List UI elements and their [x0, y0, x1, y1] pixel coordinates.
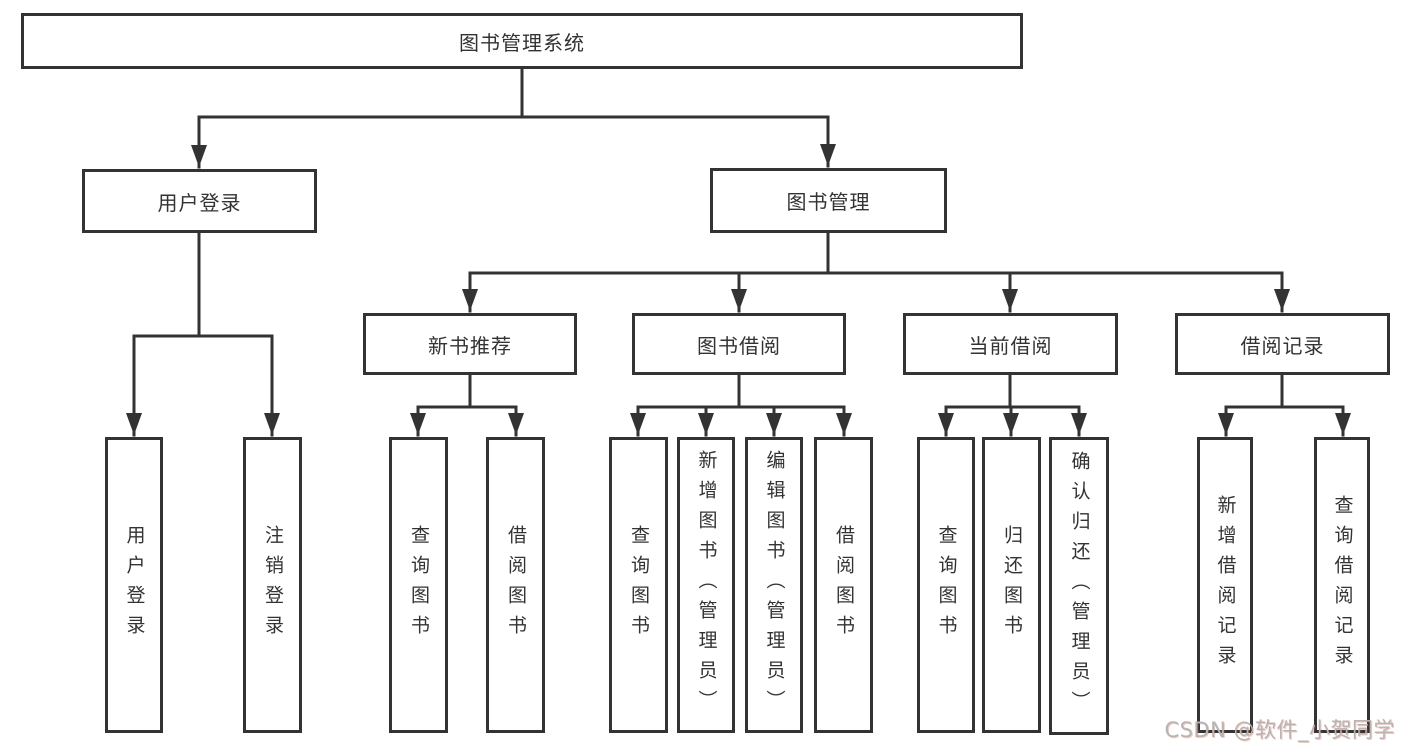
leaf-user-login-label: 用户登录	[123, 525, 146, 645]
connector-user-login-children	[126, 231, 280, 437]
leaf-newbooks-borrow-label: 借阅图书	[505, 525, 527, 645]
leaf-current-return: 归还图书	[982, 437, 1041, 733]
node-current-borrow: 当前借阅	[903, 313, 1118, 375]
leaf-records-add: 新增借阅记录	[1197, 437, 1253, 733]
leaf-current-query-label: 查询图书	[935, 525, 958, 645]
node-book-borrow-label: 图书借阅	[697, 333, 781, 358]
node-root: 图书管理系统	[21, 13, 1023, 69]
leaf-records-query-label: 查询借阅记录	[1331, 495, 1354, 675]
node-book-mgmt-label: 图书管理	[786, 190, 871, 214]
leaf-newbooks-query-label: 查询图书	[408, 525, 430, 645]
watermark: CSDN @软件_小贺同学	[1164, 718, 1395, 742]
node-book-borrow: 图书借阅	[632, 313, 846, 375]
node-user-login-label: 用户登录	[157, 190, 242, 215]
connector-book-borrow-children	[630, 373, 852, 437]
leaf-current-confirm-admin: 确认归还（管理员）	[1049, 437, 1109, 735]
leaf-newbooks-borrow: 借阅图书	[486, 437, 545, 733]
leaf-records-query: 查询借阅记录	[1314, 437, 1370, 733]
leaf-borrow-query: 查询图书	[609, 437, 668, 733]
leaf-logout-label: 注销登录	[262, 525, 284, 645]
leaf-borrow-edit-admin-label: 编辑图书（管理员）	[763, 450, 786, 720]
leaf-records-add-label: 新增借阅记录	[1214, 495, 1237, 675]
leaf-borrow-edit-admin: 编辑图书（管理员）	[745, 437, 803, 733]
node-new-books: 新书推荐	[363, 313, 577, 375]
node-user-login: 用户登录	[82, 169, 317, 233]
leaf-current-query: 查询图书	[917, 437, 975, 733]
connector-root-to-level2	[191, 67, 836, 169]
leaf-newbooks-query: 查询图书	[389, 437, 448, 733]
node-root-label: 图书管理系统	[459, 30, 585, 55]
node-book-mgmt: 图书管理	[710, 168, 947, 233]
connector-new-books-children	[410, 373, 524, 437]
leaf-user-login: 用户登录	[105, 437, 163, 733]
leaf-logout: 注销登录	[243, 437, 302, 733]
node-borrow-records: 借阅记录	[1175, 313, 1390, 375]
connector-book-mgmt-to-level3	[462, 231, 1290, 313]
node-borrow-records-label: 借阅记录	[1240, 333, 1325, 358]
leaf-borrow-add-admin: 新增图书（管理员）	[677, 437, 735, 733]
node-current-borrow-label: 当前借阅	[968, 333, 1053, 358]
connector-current-borrow-children	[938, 373, 1087, 437]
leaf-borrow-borrow-label: 借阅图书	[833, 525, 855, 645]
leaf-borrow-query-label: 查询图书	[628, 525, 650, 645]
leaf-current-return-label: 归还图书	[1001, 525, 1023, 645]
node-new-books-label: 新书推荐	[428, 333, 512, 358]
leaf-borrow-borrow: 借阅图书	[814, 437, 873, 733]
leaf-borrow-add-admin-label: 新增图书（管理员）	[695, 450, 718, 720]
leaf-current-confirm-admin-label: 确认归还（管理员）	[1068, 451, 1091, 721]
connector-borrow-records-children	[1218, 373, 1351, 437]
